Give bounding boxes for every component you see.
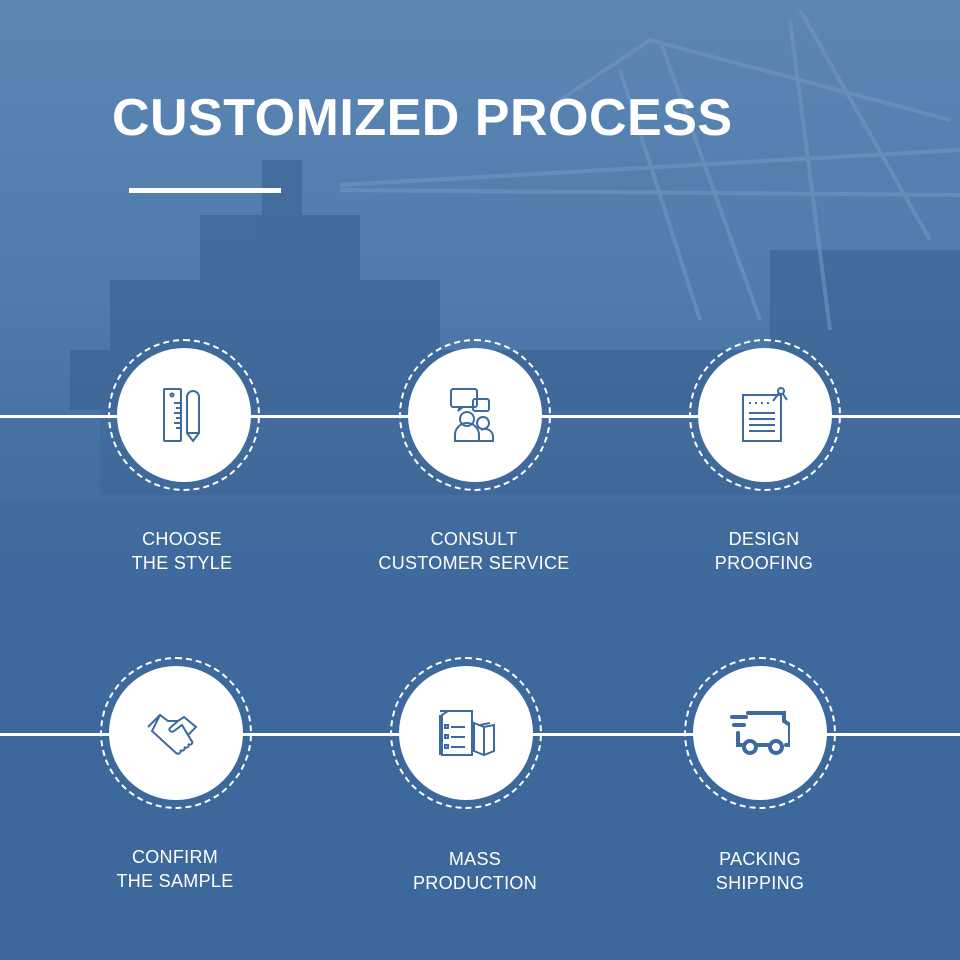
step-mass-production	[386, 653, 546, 813]
icon-disc	[693, 666, 827, 800]
icon-disc	[117, 348, 251, 482]
dashed-ring	[684, 657, 836, 809]
step-consult-service	[395, 335, 555, 495]
step-packing-shipping	[680, 653, 840, 813]
dashed-ring	[390, 657, 542, 809]
dashed-ring	[100, 657, 252, 809]
step-choose-style	[104, 335, 264, 495]
dashed-ring	[108, 339, 260, 491]
icon-disc	[399, 666, 533, 800]
ruler-pencil-icon	[163, 388, 200, 443]
document-pin-icon	[742, 387, 788, 442]
handshake-icon	[147, 713, 198, 755]
step-confirm-sample	[96, 653, 256, 813]
step-design-proofing	[685, 335, 845, 495]
page-title: CUSTOMIZED PROCESS	[112, 89, 733, 147]
icon-disc	[698, 348, 832, 482]
icon-disc	[408, 348, 542, 482]
dashed-ring	[689, 339, 841, 491]
title-underline	[129, 188, 281, 193]
dashed-ring	[399, 339, 551, 491]
chat-people-icon	[450, 388, 494, 442]
delivery-truck-icon	[730, 711, 790, 755]
icon-disc	[109, 666, 243, 800]
checklist-box-icon	[439, 710, 495, 757]
